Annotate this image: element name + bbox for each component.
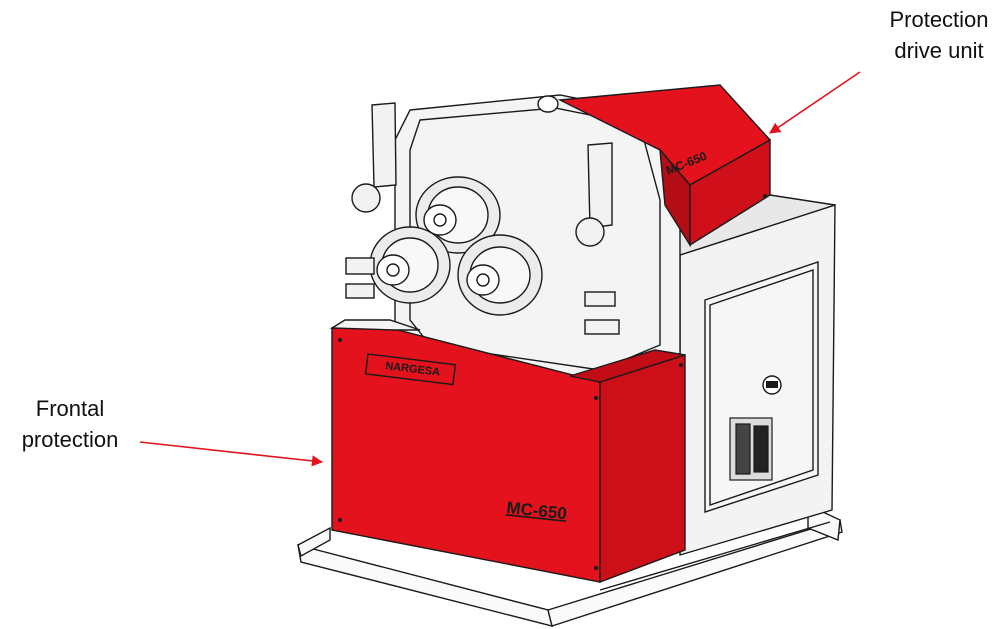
top-roller <box>415 176 501 254</box>
electrical-cabinet <box>658 194 836 556</box>
frontal-protection-callout-line2: protection <box>21 427 119 452</box>
drive-unit-callout-line2: drive unit <box>894 38 984 63</box>
drive-unit-guard <box>557 84 772 248</box>
frontal-protection-callout: Frontal protection <box>0 393 140 455</box>
frontal-protection-callout-line1: Frontal <box>35 396 105 421</box>
left-guide-arm <box>345 102 397 299</box>
drive-unit-callout-line1: Protection <box>889 7 989 32</box>
base-frame <box>297 503 843 627</box>
left-roller <box>369 226 451 304</box>
drive-unit-arrow <box>769 71 861 134</box>
right-guide-arm <box>575 142 620 335</box>
guard-screws <box>338 194 767 570</box>
brand-plate: NARGESA <box>364 353 457 386</box>
control-box <box>729 417 773 481</box>
main-switch-icon <box>762 375 782 395</box>
drive-unit-callout: Protection drive unit <box>872 4 1006 66</box>
right-roller <box>457 234 543 316</box>
frontal-guard <box>329 319 686 584</box>
frontal-protection-arrow <box>139 441 324 467</box>
